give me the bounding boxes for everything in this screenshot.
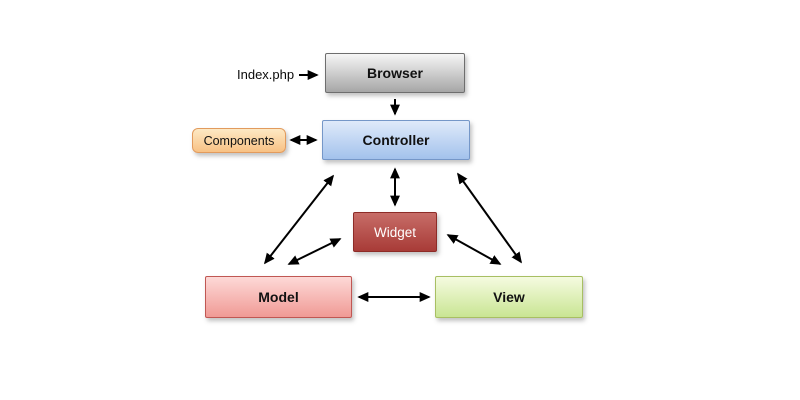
index-php-label: Index.php (237, 67, 295, 82)
node-widget-label: Widget (373, 224, 417, 240)
node-components: Components (192, 128, 286, 153)
node-browser: Browser (325, 53, 465, 93)
node-model-label: Model (258, 289, 299, 305)
edge-widget-model (287, 238, 342, 265)
node-widget: Widget (353, 212, 437, 252)
node-view-label: View (493, 289, 525, 305)
node-components-label: Components (203, 133, 275, 148)
node-view: View (435, 276, 583, 318)
edge-widget-view (446, 234, 502, 265)
node-controller-label: Controller (362, 132, 430, 148)
edge-controller-view (457, 172, 522, 264)
edge-controller-model (263, 174, 335, 265)
node-browser-label: Browser (366, 65, 424, 81)
node-controller: Controller (322, 120, 470, 160)
node-model: Model (205, 276, 352, 318)
